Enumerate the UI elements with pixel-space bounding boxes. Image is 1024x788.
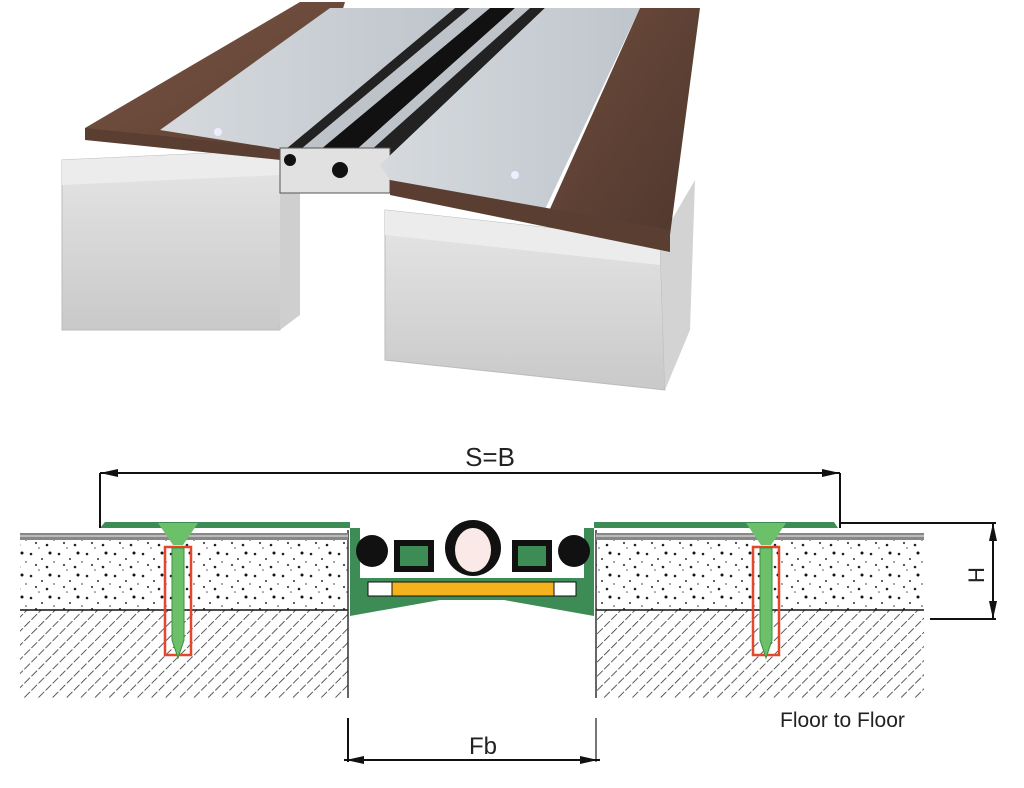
dimension-overall-width: S=B bbox=[99, 442, 841, 528]
aluminium-plate-right bbox=[380, 8, 640, 220]
concrete-block-left bbox=[61, 149, 300, 331]
dimension-label-overall-width: S=B bbox=[465, 442, 515, 472]
floor-to-floor-caption: Floor to Floor bbox=[780, 709, 905, 732]
dimension-height: H bbox=[840, 522, 997, 620]
dimension-gap: Fb bbox=[344, 718, 600, 764]
screw-anchor-right bbox=[746, 523, 786, 660]
dimension-label-gap: Fb bbox=[469, 733, 497, 760]
joint-profile-section bbox=[100, 520, 838, 616]
dimension-label-height: H bbox=[964, 567, 989, 583]
expansion-joint-cross-section: S=B H Fb Floor to Floor bbox=[20, 442, 997, 764]
aluminium-plate-left bbox=[160, 8, 455, 150]
expansion-joint-3d-render bbox=[61, 2, 700, 391]
yellow-insert bbox=[391, 581, 555, 597]
screw-anchor-left bbox=[158, 523, 198, 660]
joint-profile bbox=[279, 8, 545, 194]
wood-floor-right bbox=[545, 8, 700, 235]
